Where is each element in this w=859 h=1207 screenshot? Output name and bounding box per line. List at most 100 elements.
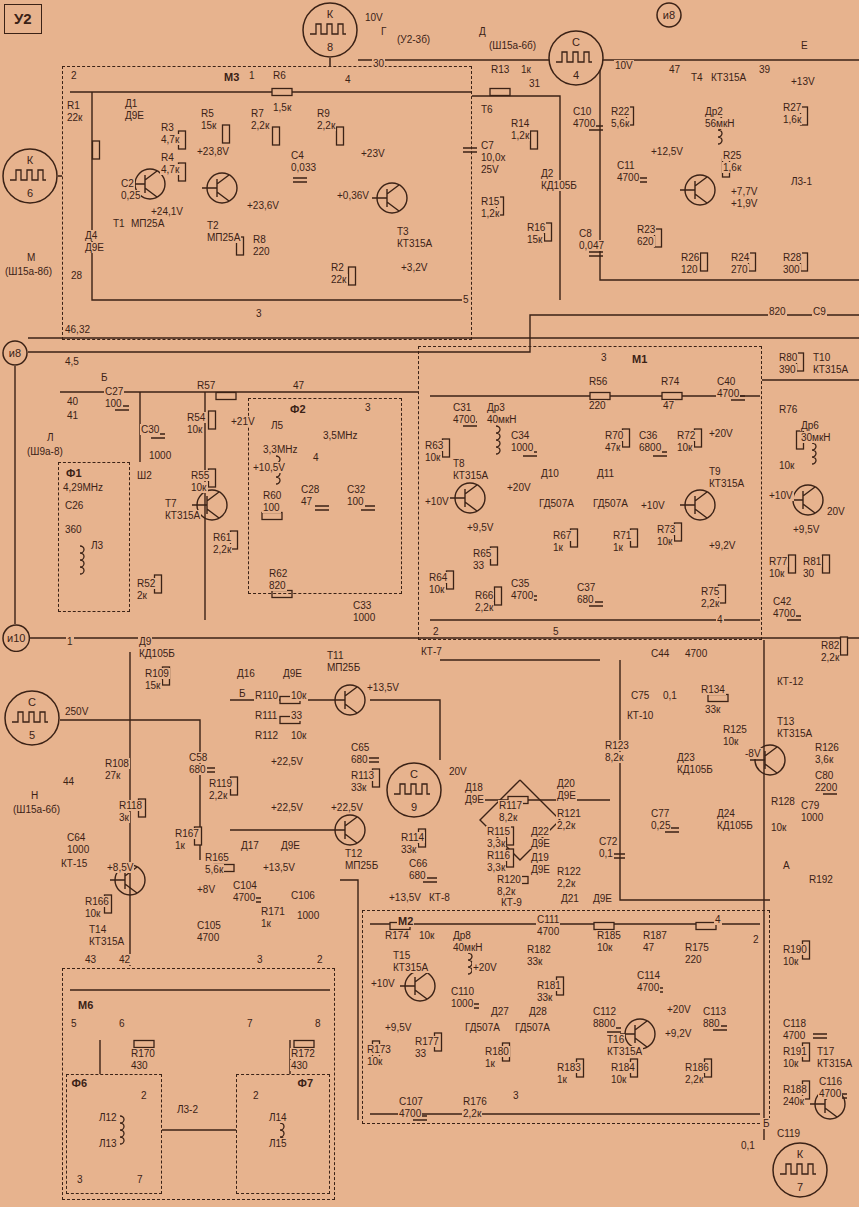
component-label: 8,2к <box>498 812 518 823</box>
component-label: С10 <box>572 106 592 117</box>
component-label: С26 <box>64 500 84 511</box>
component-label: 1к <box>552 542 564 553</box>
component-label: 4,7к <box>160 164 180 175</box>
component-label: 5 <box>462 294 470 305</box>
waveform <box>780 1164 816 1174</box>
component-label: 4700 <box>716 388 740 399</box>
component-label: R121 <box>556 808 582 819</box>
component-label: С4 <box>290 150 305 161</box>
component-label: +13,5V <box>366 682 400 693</box>
component-label: С110 <box>450 986 475 997</box>
component-label: Т11 <box>326 650 345 661</box>
component-label: (Ш15а-8б) <box>4 266 53 277</box>
component-label: Л15 <box>268 1138 288 1149</box>
waveform <box>12 712 48 722</box>
component-label: (Ш15а-6б) <box>12 804 61 815</box>
component-label: 4700 <box>452 414 476 425</box>
component-label: С31 <box>452 402 472 413</box>
component-label: 47 <box>300 496 313 507</box>
component-label: +23,6V <box>246 200 280 211</box>
component-label: 3,6к <box>814 754 834 765</box>
resistor-symbol <box>490 89 510 96</box>
component-label: 100 <box>346 496 365 507</box>
component-label: (У2-3б) <box>396 34 431 45</box>
component-label: R116 <box>486 850 511 861</box>
component-label: +10,5V <box>252 462 286 473</box>
component-label: +3,2V <box>400 262 428 273</box>
component-label: R22 <box>610 106 630 117</box>
component-label: 2,2к <box>208 790 228 801</box>
component-label: С106 <box>290 890 316 901</box>
component-label: С116 <box>818 1076 843 1087</box>
component-label: КД105Б <box>676 764 714 775</box>
component-label: 4,5 <box>64 356 80 367</box>
oscillogram-circle: и8 <box>2 340 28 366</box>
component-label: 300 <box>782 264 801 275</box>
component-label: С113 <box>702 1006 727 1017</box>
component-label: +21V <box>230 416 256 427</box>
component-label: Д11 <box>596 468 615 479</box>
component-label: 15к <box>200 120 218 131</box>
wire <box>14 366 15 624</box>
component-label: 40 <box>66 396 79 407</box>
transistor-symbol <box>372 183 407 213</box>
component-label: 1к <box>174 840 186 851</box>
component-label: 100 <box>104 398 123 409</box>
component-label: R25 <box>722 150 742 161</box>
module-name: М3 <box>223 71 240 83</box>
component-label: R9 <box>316 108 331 119</box>
resistor-symbol <box>590 393 610 400</box>
resistor-symbol <box>93 141 100 159</box>
component-label: 820 <box>268 580 287 591</box>
component-label: 3,3к <box>486 862 506 873</box>
component-label: С28 <box>300 484 320 495</box>
component-label: КТ-7 <box>420 646 443 657</box>
wire <box>70 989 330 990</box>
wire <box>430 619 760 620</box>
component-label: 680 <box>350 754 369 765</box>
component-label: Д16 <box>236 668 256 679</box>
component-label: 33к <box>350 782 368 793</box>
component-label: Т1 <box>112 218 126 229</box>
component-label: 2200 <box>814 782 838 793</box>
component-label: 33к <box>536 992 554 1003</box>
wire <box>620 660 770 900</box>
component-label: С104 <box>232 880 258 891</box>
component-label: R57 <box>196 380 216 391</box>
component-label: МП25А <box>206 232 241 243</box>
component-label: +9,5V <box>792 524 820 535</box>
component-label: R115 <box>486 826 511 837</box>
component-label: Д20 <box>556 778 576 789</box>
component-label: R120 <box>496 874 522 885</box>
oscillogram-label: 6 <box>26 187 34 199</box>
component-label: 47 <box>662 400 675 411</box>
component-label: С2 <box>120 178 135 189</box>
component-label: Л3-2 <box>176 1104 199 1115</box>
component-label: 1000 <box>510 442 534 453</box>
module-box: М6Ф6Ф7 <box>62 968 335 1200</box>
wire <box>480 780 560 860</box>
component-label: 4 <box>312 452 320 463</box>
resistor-symbol <box>272 591 292 598</box>
component-label: Др2 <box>704 106 724 117</box>
component-label: 4700 <box>818 1088 842 1099</box>
module-name: Ф6 <box>71 1077 89 1089</box>
component-label: Т2 <box>206 220 220 231</box>
component-label: 2 <box>70 70 78 81</box>
component-label: R23 <box>636 224 656 235</box>
component-label: 10к <box>186 424 204 435</box>
component-label: +10V <box>640 500 666 511</box>
component-label: R110 <box>254 690 279 701</box>
component-label: Т7 <box>164 498 178 509</box>
component-label: +13,5V <box>388 892 422 903</box>
module-name: М1 <box>631 353 648 365</box>
component-label: Л3 <box>90 540 104 551</box>
component-label: 3,3к <box>486 838 506 849</box>
component-label: МП25Б <box>326 662 361 673</box>
component-label: 10к <box>782 956 800 967</box>
component-label: +22,5V <box>330 802 364 813</box>
component-label: С8 <box>578 228 593 239</box>
component-label: 1000 <box>450 998 474 1009</box>
component-label: -8V <box>744 748 762 759</box>
